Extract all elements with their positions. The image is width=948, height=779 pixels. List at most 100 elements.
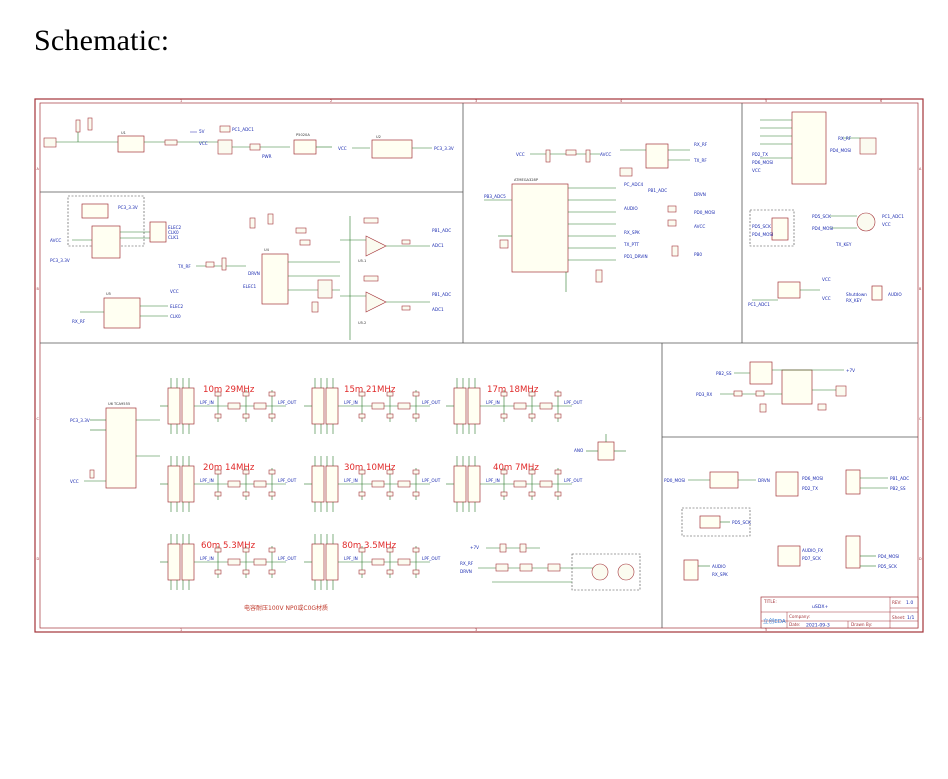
svg-text:ATMEGA328P: ATMEGA328P [514, 178, 539, 182]
net-pd5-sck-2: PD5_SCK [812, 214, 831, 219]
lpf-block-4-cap-top-2 [242, 469, 250, 475]
lpf-block-2-relay-b [325, 387, 339, 425]
border-col-6: 6 [880, 99, 882, 103]
lpf-block-8-cap-top-3 [412, 547, 420, 553]
net-clk1: CLK0 [168, 230, 179, 235]
net-rx-spk-3: AUDIO [712, 564, 726, 569]
title-block: TITLE: uSDX+ REV: 1.0 立创EDA Company: Dat… [760, 596, 919, 629]
lpf-block-1-relay-a [167, 387, 181, 425]
lpf-block-3-cap-top-2 [528, 391, 536, 397]
svg-text:U5: U5 [106, 292, 111, 296]
lpf-block-6-inductor-1 [513, 480, 527, 488]
net-rx-spk: AUDIO [624, 206, 638, 211]
net-audio-2: PB1_ADC [432, 292, 451, 297]
net-vcc-3: VCC [170, 289, 179, 294]
lpf-block-1-inductor-2 [253, 402, 267, 410]
net-pd7-sck: PD7_SCK [802, 556, 821, 561]
band-label-30m: 30m 10MHz [344, 463, 396, 473]
lpf-block-4-relay-b [181, 465, 195, 503]
net-vcc-7: VCC [822, 277, 831, 282]
lpf-block-5-net-lpf-out: LPF_OUT [422, 478, 441, 483]
lpf-block-4-cap-bottom-1 [214, 491, 222, 497]
net-pc1-adc1-2: PC1_ADC1 [882, 214, 904, 219]
lpf-block-5-cap-bottom-1 [358, 491, 366, 497]
band-labels: 10m 29MHz 15m 21MHz 17m 18MHz 20m 14MHz … [201, 385, 539, 551]
border-col-5: 5 [765, 99, 767, 103]
lpf-block-6-cap-top-2 [528, 469, 536, 475]
border-col-3-bottom: 3 [475, 628, 477, 632]
net-vcc-6: VCC [882, 222, 891, 227]
lpf-block-7-cap-bottom-1 [214, 569, 222, 575]
net-pd1-drvin: TX_PTT [623, 242, 640, 247]
net-drvn-2: DRVN [694, 192, 706, 197]
border-row-d: D [37, 557, 40, 561]
lpf-block-4-net-lpf-in: LPF_IN [200, 478, 214, 483]
border-row-b-right: B [919, 287, 922, 291]
border-row-a: A [37, 167, 40, 171]
lpf-block-7-net-lpf-in: LPF_IN [200, 556, 214, 561]
audio-amp-section: PB2_SS +7V PD3_RX [696, 361, 855, 413]
svg-text:P5020A: P5020A [296, 133, 310, 137]
border-row-d-right: D [919, 557, 922, 561]
io-connector-section: PD0_MOSI DRVN PD6_MOSI PD2_TX PB1_ADC PB… [664, 469, 909, 581]
antenna-pa-section: ANO +7V RX_RF DRVN [460, 434, 641, 591]
net-pd4-mosi-3: PD4_MOSI [812, 226, 833, 231]
lpf-block-1-cap-bottom-1 [214, 413, 222, 419]
net-adc1-2: ADC1 [432, 307, 444, 312]
net-avcc-3: AVCC [694, 224, 705, 229]
lpf-block-4-cap-bottom-3 [268, 491, 276, 497]
lpf-block-7-cap-bottom-3 [268, 569, 276, 575]
lpf-block-4-inductor-1 [227, 480, 241, 488]
net-ano: ANO [574, 448, 584, 453]
clock-mixer-section: PC3_3.3V AVCC PC3_3.3V ELEC2 CLK0 CLK1 U… [50, 195, 340, 329]
lpf-relay-section: U6 TCA9555 PC3_3.3V VCC [70, 402, 160, 489]
lpf-block-8-net-lpf-in: LPF_IN [344, 556, 358, 561]
net-vcc-2: VCC [338, 146, 347, 151]
net-adc1: ADC1 [432, 243, 444, 248]
lpf-block-2-net-lpf-in: LPF_IN [344, 400, 358, 405]
lpf-block-6-cap-bottom-2 [528, 491, 536, 497]
border-col-2: 2 [330, 99, 332, 103]
lpf-block-8-cap-bottom-1 [358, 569, 366, 575]
lpf-block-3-inductor-2 [539, 402, 553, 410]
border-row-b: B [37, 287, 40, 291]
net-pc-adc4: PC_ADC4 [624, 182, 644, 187]
net-elec1: TX_KEY [835, 242, 852, 247]
band-label-20m: 20m 14MHz [203, 463, 255, 473]
lpf-block-7-relay-a [167, 543, 181, 581]
sheet-inner-border [39, 102, 919, 629]
opamp-section: PB1_ADC ADC1 PB1_ADC ADC1 U5.1 U5.2 [340, 216, 451, 340]
lpf-block-6-net-lpf-out: LPF_OUT [564, 478, 583, 483]
sheet-value: 1/1 [907, 615, 914, 621]
net-elec2: ELEC1 [243, 284, 257, 289]
lpf-block-6-relay-a [453, 465, 467, 503]
band-label-17m: 17m 18MHz [487, 385, 539, 395]
svg-text:U5.2: U5.2 [358, 321, 366, 325]
net-rx-key: Shutdown [846, 292, 867, 297]
lpf-block-3-cap-top-3 [554, 391, 562, 397]
lpf-block-8-cap-bottom-2 [386, 569, 394, 575]
net-audio-1: PB1_ADC [432, 228, 451, 233]
lpf-block-8-cap-bottom-3 [412, 569, 420, 575]
net-clk2: CLK1 [168, 235, 179, 240]
lpf-block-6-inductor-2 [539, 480, 553, 488]
net-tx-ptt: RX_SPK [624, 230, 640, 235]
lpf-block-1-net-lpf-in: LPF_IN [200, 400, 214, 405]
border-row-a-right: A [919, 167, 922, 171]
net-pd3-rx-2: PD2_TX [802, 486, 818, 491]
display-encoder-section: PD2_TX PD6_MOSI VCC RX_RF PD4_MOSI PD5_S… [748, 111, 904, 307]
net-pwr: PWR [262, 154, 272, 159]
net-tx-key: RX_KEY [846, 298, 862, 303]
lpf-block-2-relay-a [311, 387, 325, 425]
lpf-block-1-cap-top-1 [214, 391, 222, 397]
lpf-block-3-relay-b [467, 387, 481, 425]
lpf-block-5-cap-top-3 [412, 469, 420, 475]
lpf-block-3-net-lpf-in: LPF_IN [486, 400, 500, 405]
net-pc3-3v3-4: PC3_3.3V [70, 418, 90, 423]
mcu-section: VCC AVCC ATMEGA328P PB3_ADC5 RX_RF TX_RF… [484, 142, 715, 292]
lpf-block-3-cap-bottom-2 [528, 413, 536, 419]
net-rx-rf-2: RX_RF [694, 142, 708, 147]
net-clk1-2: CLK0 [170, 314, 181, 319]
lpf-block-5-cap-top-2 [386, 469, 394, 475]
